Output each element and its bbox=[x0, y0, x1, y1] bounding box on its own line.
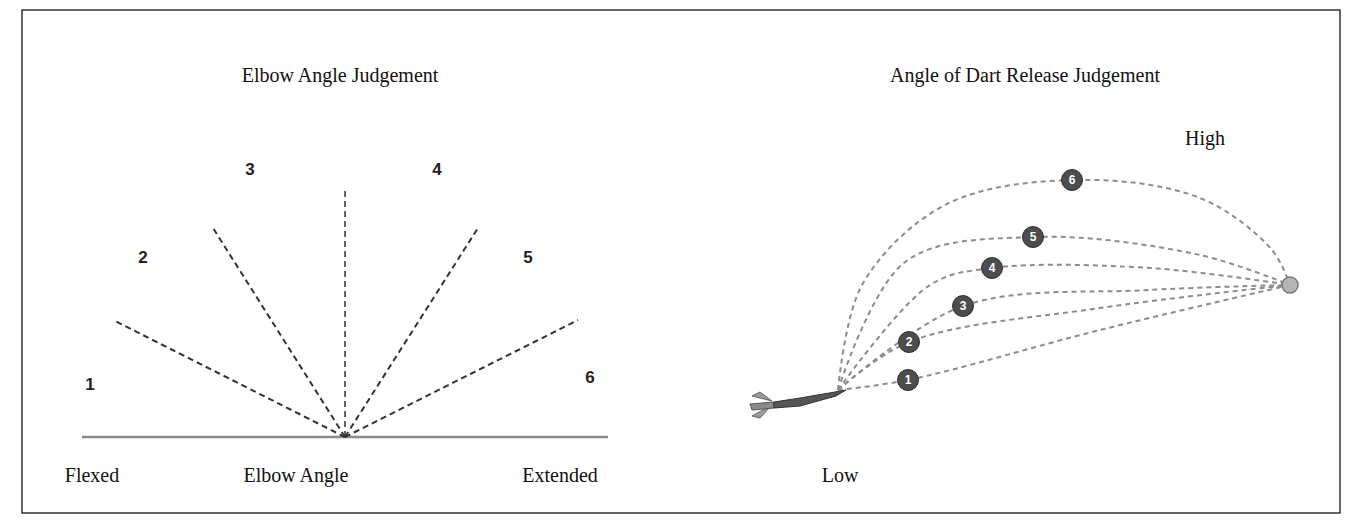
panel-title: Angle of Dart Release Judgement bbox=[890, 64, 1160, 87]
trajectory-line bbox=[838, 285, 1290, 390]
marker-circle: 3 bbox=[952, 295, 974, 317]
marker-circle: 6 bbox=[1061, 169, 1083, 191]
marker-circle: 4 bbox=[981, 257, 1003, 279]
callout-number: 2 bbox=[138, 248, 147, 268]
elbow-fan bbox=[82, 190, 608, 437]
axis-label: Flexed bbox=[65, 464, 119, 487]
axis-label: Extended bbox=[522, 464, 598, 487]
dart-symbol bbox=[750, 390, 846, 418]
marker-circle: 1 bbox=[897, 369, 919, 391]
callout-number: 5 bbox=[1030, 231, 1037, 243]
axis-label: High bbox=[1185, 127, 1225, 150]
angle-line bbox=[344, 190, 346, 437]
callout-number: 4 bbox=[432, 160, 441, 180]
marker-circle: 2 bbox=[898, 331, 920, 353]
callout-number: 3 bbox=[960, 300, 967, 312]
angle-line bbox=[345, 320, 578, 437]
callout-number: 6 bbox=[1069, 174, 1076, 186]
trajectories bbox=[838, 180, 1290, 390]
callout-number: 1 bbox=[85, 375, 94, 395]
frame-border bbox=[22, 10, 1340, 513]
callout-number: 4 bbox=[989, 262, 996, 274]
target-dot bbox=[1282, 277, 1298, 293]
callout-number: 3 bbox=[245, 160, 254, 180]
callout-number: 1 bbox=[905, 374, 912, 386]
axis-label: Low bbox=[822, 464, 859, 487]
axis-label: Elbow Angle bbox=[244, 464, 349, 487]
callout-number: 6 bbox=[585, 368, 594, 388]
trajectory-line bbox=[838, 285, 1290, 390]
trajectory-line bbox=[838, 285, 1290, 390]
angle-line bbox=[345, 228, 478, 437]
angle-line bbox=[113, 320, 345, 437]
marker-circle: 5 bbox=[1022, 226, 1044, 248]
callout-number: 2 bbox=[906, 336, 913, 348]
trajectory-line bbox=[838, 265, 1290, 390]
trajectory-line bbox=[838, 180, 1290, 390]
angle-line bbox=[213, 228, 345, 437]
panel-title: Elbow Angle Judgement bbox=[242, 64, 439, 87]
callout-number: 5 bbox=[523, 248, 532, 268]
trajectory-line bbox=[838, 237, 1290, 390]
